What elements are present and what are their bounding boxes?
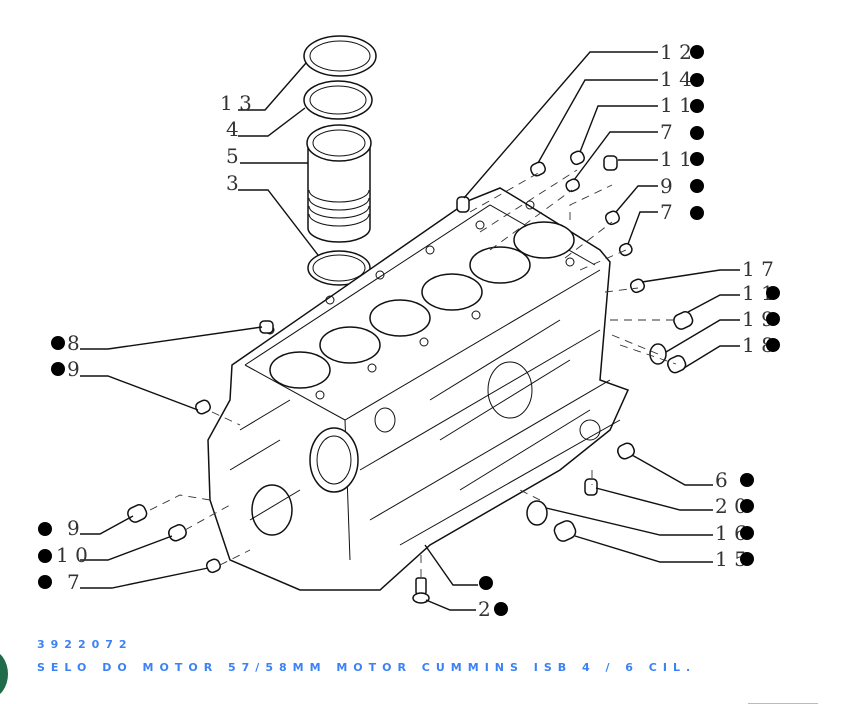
- marker-dot: [740, 526, 754, 540]
- marker-dot: [690, 45, 704, 59]
- marker-dot: [740, 473, 754, 487]
- callout-label: 1 2: [660, 40, 692, 64]
- marker-dot: [51, 336, 65, 350]
- marker-dot: [740, 499, 754, 513]
- marker-dot: [740, 552, 754, 566]
- right-labels: 1 2 1 4 1 1 7 1 1 9 7 1 7 1 1 1 9 1 8 6 …: [660, 40, 780, 571]
- left-labels: 1 3 4 5 3: [220, 91, 252, 195]
- callout-label: 1 0: [56, 543, 88, 567]
- marker-dot: [690, 206, 704, 220]
- callout-label: 1 1: [660, 147, 692, 171]
- callout-label: 7: [660, 200, 673, 224]
- small-parts: [127, 150, 694, 604]
- marker-dot: [51, 362, 65, 376]
- callout-label: 3: [226, 171, 239, 195]
- callout-label: 6: [715, 468, 728, 492]
- callout-label: 1 4: [660, 67, 692, 91]
- callout-label: 1 3: [220, 91, 252, 115]
- callout-label: 9: [67, 516, 80, 540]
- marker-dot: [38, 549, 52, 563]
- marker-dot: [690, 99, 704, 113]
- marker-dot: [479, 576, 493, 590]
- marker-dot: [690, 179, 704, 193]
- left-marked-callouts: 8 9 9 1 0 7: [38, 326, 263, 594]
- callout-label: 1 1: [660, 93, 692, 117]
- marker-dot: [766, 338, 780, 352]
- marker-dot: [690, 152, 704, 166]
- assembly-lines: [149, 169, 680, 578]
- product-code: 3922072: [37, 638, 133, 651]
- callout-label: 7: [660, 120, 673, 144]
- callout-label: 8: [67, 331, 80, 355]
- marker-dot: [690, 126, 704, 140]
- engine-block: [207, 187, 630, 591]
- bottom-callouts: 2: [424, 544, 508, 620]
- marker-dot: [494, 602, 508, 616]
- engine-block-exploded-diagram: 1 3 4 5 3: [38, 35, 780, 620]
- marker-dot: [38, 575, 52, 589]
- marker-dot: [766, 286, 780, 300]
- callout-label: 9: [67, 357, 80, 381]
- liner-stack: [238, 35, 377, 286]
- callout-label: 2: [478, 597, 491, 620]
- callout-label: 7: [67, 570, 80, 594]
- callout-label: 9: [660, 174, 673, 198]
- marker-dot: [38, 522, 52, 536]
- callout-label: 1 7: [742, 257, 774, 281]
- chat-widget-button[interactable]: [0, 650, 8, 698]
- callout-label: 4: [226, 117, 239, 141]
- callout-label: 5: [226, 144, 239, 168]
- product-description: SELO DO MOTOR 57/58MM MOTOR CUMMINS ISB …: [37, 661, 697, 674]
- right-leaders: [463, 51, 740, 563]
- marker-dot: [766, 312, 780, 326]
- marker-dot: [690, 73, 704, 87]
